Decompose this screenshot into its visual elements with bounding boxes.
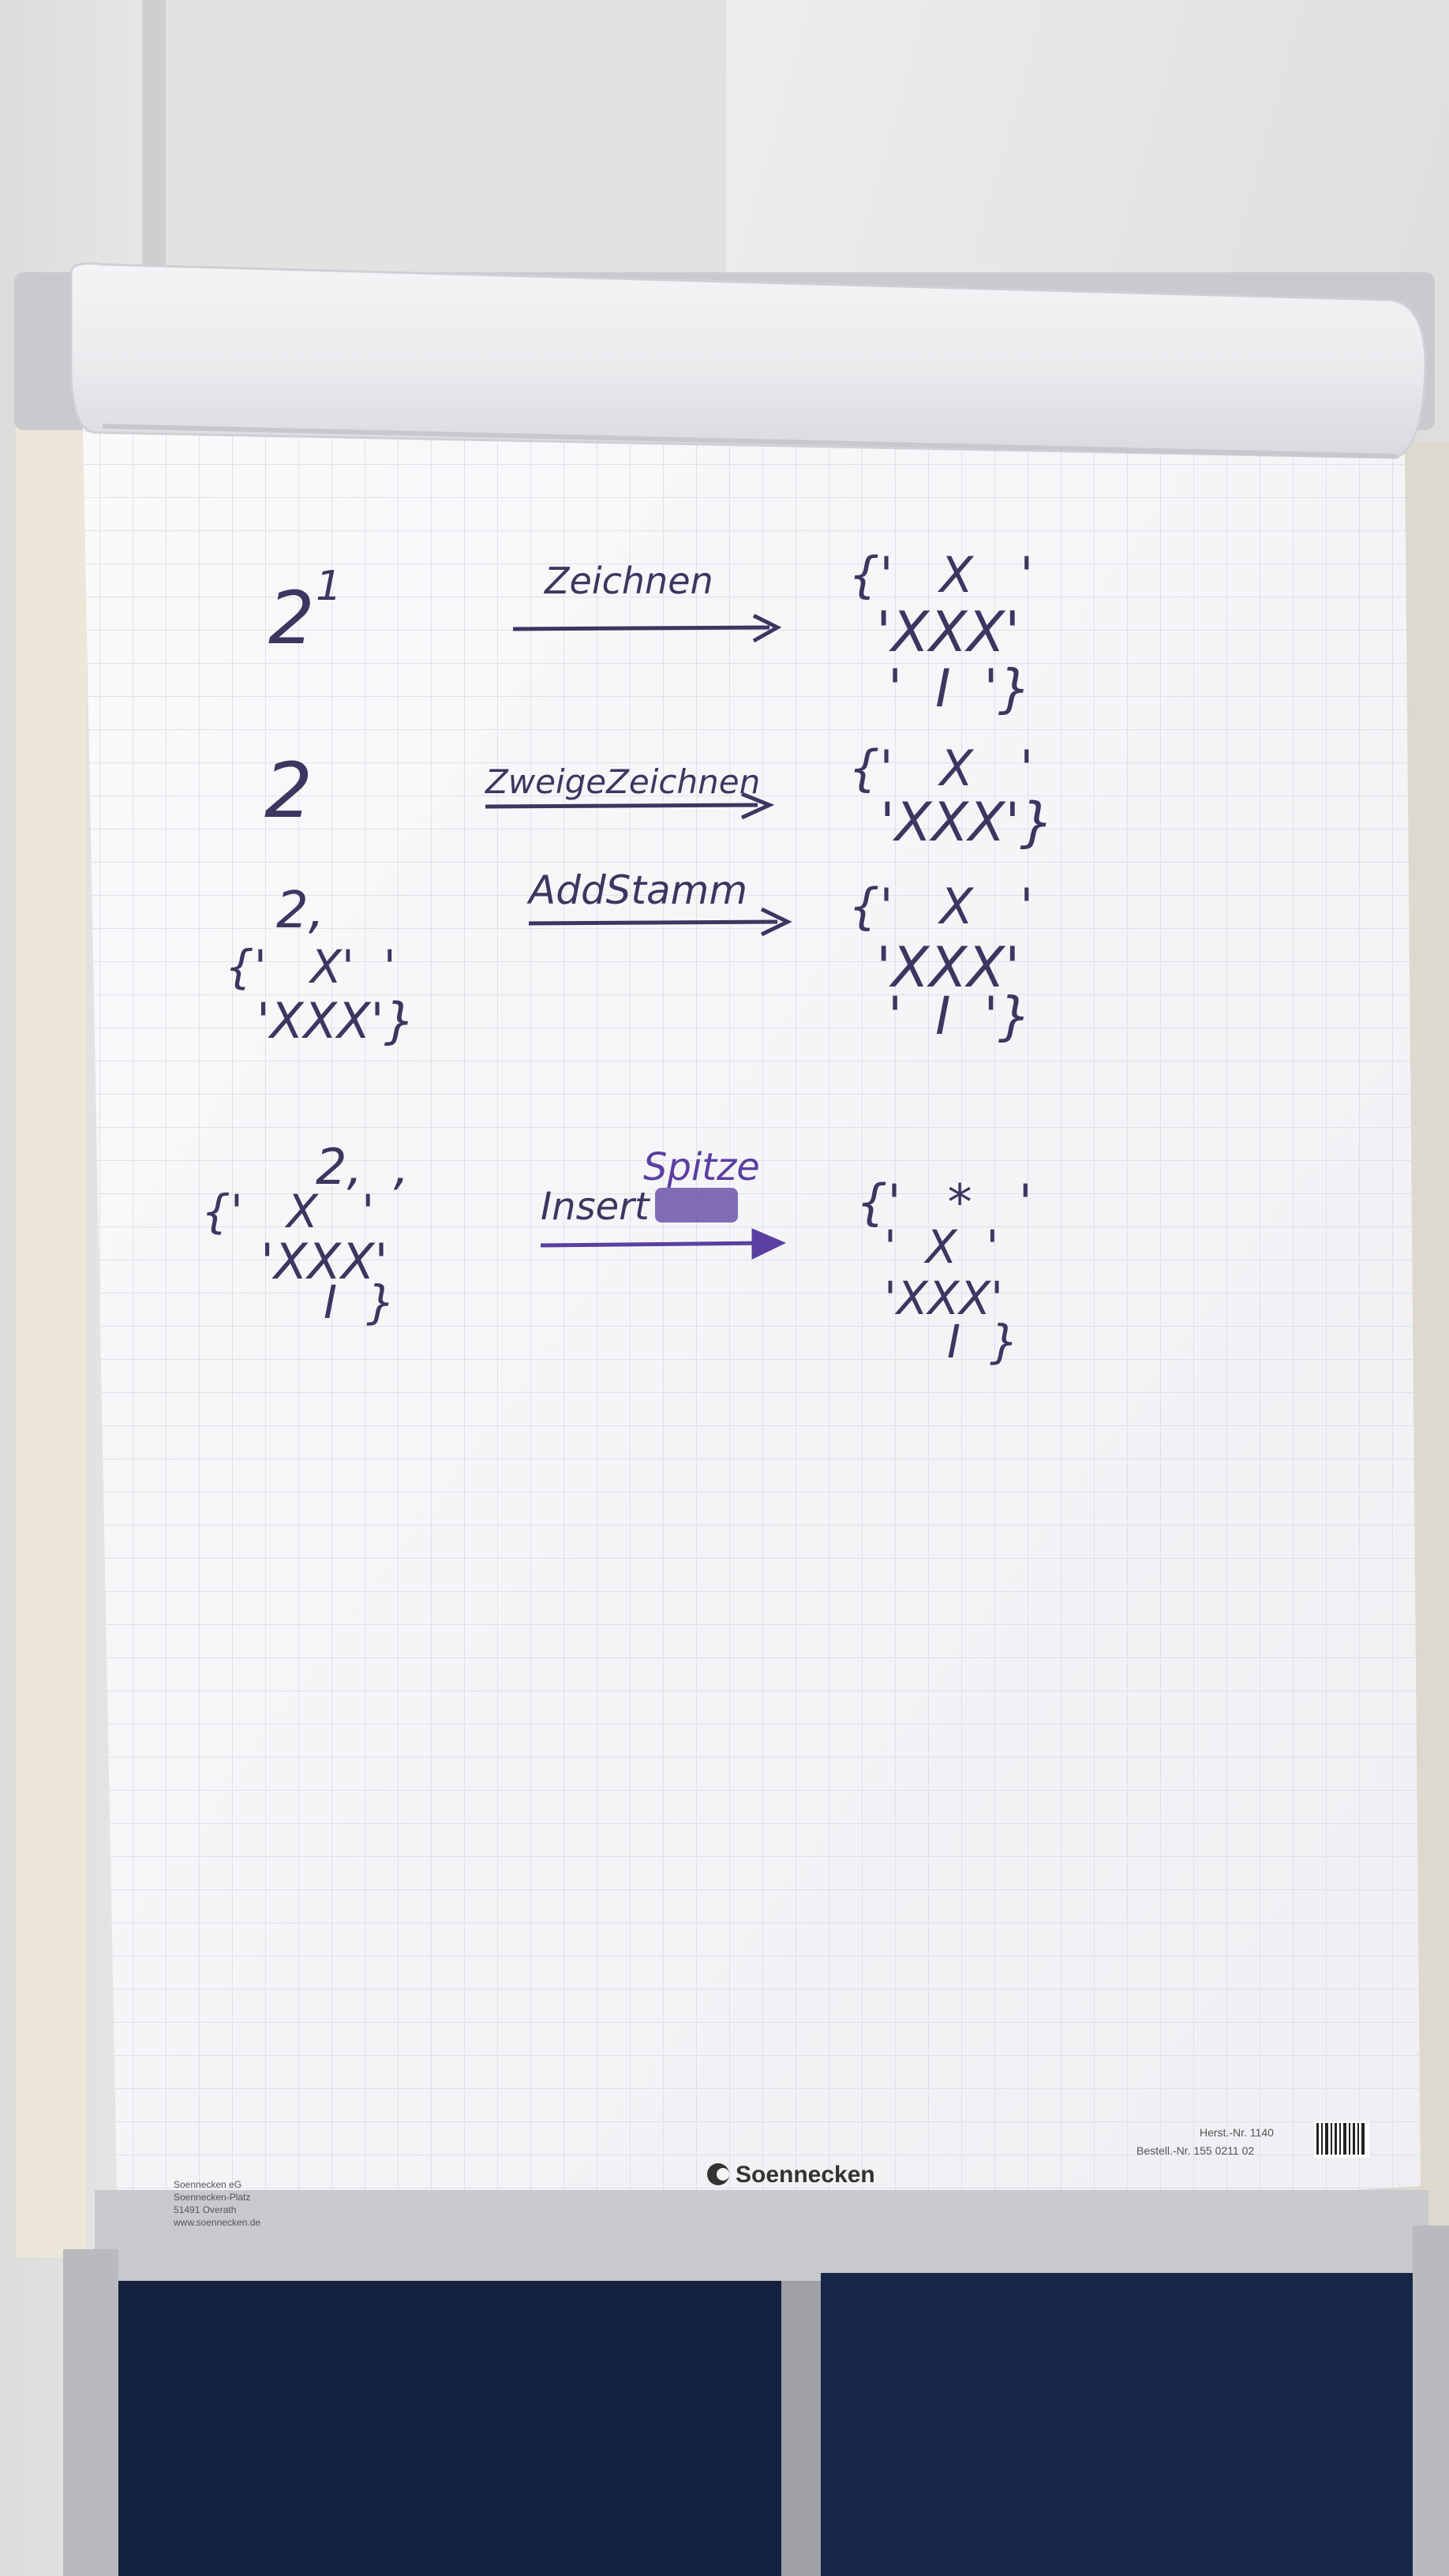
- stand-right-leg: [1413, 2226, 1449, 2576]
- row4-operation: Insert: [541, 1185, 651, 1229]
- row-1: 2 1 Zeichnen {' X ' 'XXX' ' I '}: [268, 546, 1033, 719]
- pad-footer: Soennecken eG Soennecken-Platz 51491 Ove…: [173, 2121, 1369, 2228]
- row4-left-line-4: I }: [324, 1275, 395, 1329]
- row1-left-mark: 1: [316, 563, 342, 610]
- row3-result-line-2: 'XXX': [876, 935, 1020, 1000]
- row2-result-line-1: {' X ': [848, 739, 1033, 797]
- row-4: 2, , {' X ' 'XXX' I } Spitze Insert {' *…: [201, 1138, 1032, 1368]
- herst-number: Herst.-Nr. 1140: [1200, 2126, 1274, 2139]
- row1-result-line-1: {' X ': [848, 546, 1033, 604]
- row1-result-line-2: 'XXX': [876, 600, 1020, 665]
- row4-left-line-2: {' X ': [201, 1185, 374, 1238]
- row-2: 2 ZweigeZeichnen {' X ' 'XXX'}: [264, 739, 1054, 854]
- row3-result-line-1: {' X ': [848, 878, 1033, 935]
- address-line-4: www.soennecken.de: [173, 2217, 260, 2228]
- row2-left-digit: 2: [264, 747, 313, 835]
- row3-arrow: [528, 907, 792, 937]
- row-3: 2, {' X' ' 'XXX'} AddStamm {' X ' 'XXX' …: [225, 867, 1033, 1050]
- stand-left-leg: [63, 2249, 118, 2576]
- stand-back-panel: [16, 410, 87, 2257]
- address-block: Soennecken eG Soennecken-Platz 51491 Ove…: [173, 2179, 260, 2228]
- row3-left-line-1: 2,: [276, 882, 324, 940]
- row1-left-digit: 2: [268, 576, 315, 661]
- row4-result-line-2: ' X ': [884, 1220, 998, 1274]
- row4-result-line-1: {' * ': [856, 1174, 1032, 1231]
- row4-result-line-4: I }: [947, 1315, 1019, 1368]
- address-line-1: Soennecken eG: [174, 2179, 242, 2190]
- wall-center: [158, 0, 726, 284]
- row4-left-line-3: 'XXX': [260, 1233, 388, 1290]
- address-line-2: Soennecken-Platz: [174, 2192, 250, 2203]
- row3-left-line-3: 'XXX'}: [256, 992, 415, 1050]
- stand-center-post: [781, 2281, 821, 2576]
- brand-name: Soennecken: [736, 2162, 875, 2188]
- row2-operation: ZweigeZeichnen: [485, 762, 760, 801]
- stand-dark-panel-left: [118, 2281, 781, 2576]
- barcode-icon: [1314, 2121, 1369, 2158]
- stand-tray: [95, 2190, 1428, 2281]
- row1-arrow: [512, 613, 782, 643]
- row1-result-line-3: ' I '}: [888, 658, 1032, 719]
- row4-struck-word: [655, 1188, 738, 1222]
- bestell-number: Bestell.-Nr. 155 0211 02: [1136, 2144, 1254, 2157]
- paper-roll: [69, 262, 1427, 459]
- row4-operation-note: Spitze: [643, 1145, 760, 1189]
- row4-arrow: [540, 1228, 787, 1260]
- address-line-3: 51491 Overath: [174, 2204, 236, 2215]
- row4-result-line-3: 'XXX': [884, 1271, 1003, 1325]
- row4-left-line-1: 2, ,: [316, 1138, 409, 1196]
- row2-result-line-2: 'XXX'}: [880, 792, 1054, 854]
- stand-dark-panel-right: [821, 2273, 1413, 2576]
- row1-operation: Zeichnen: [543, 560, 713, 602]
- row3-result-line-3: ' I '}: [888, 986, 1032, 1046]
- row3-operation: AddStamm: [526, 867, 747, 913]
- row3-left-line-2: {' X' ': [225, 940, 396, 994]
- row2-arrow: [485, 792, 775, 820]
